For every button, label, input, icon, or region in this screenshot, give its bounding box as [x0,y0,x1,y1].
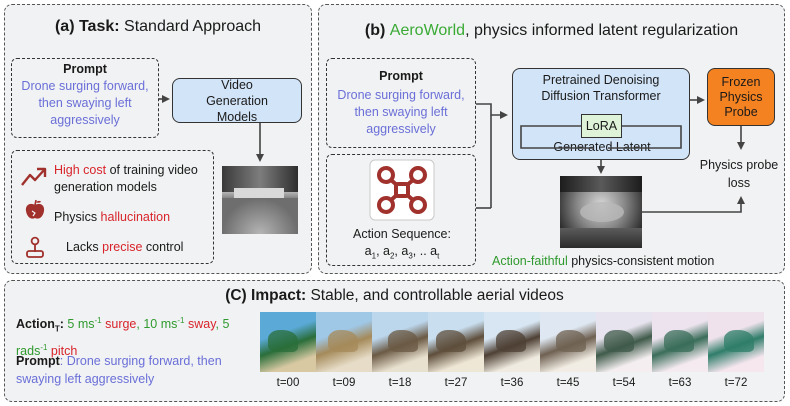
panel-c-prompt: Prompt: Drone surging forward, then sway… [16,354,222,386]
video-frame [540,312,596,372]
physics-probe-loss-label: Physics probe loss [699,158,779,190]
video-frame [428,312,484,372]
issue-high-cost: High cost of training video generation m… [54,163,198,194]
trend-up-icon [21,167,47,186]
frame-time-label: t=00 [276,377,300,389]
panel-a-title: (a) Task: Standard Approach [54,18,262,35]
panel-b-title: (b) AeroWorld, physics informed latent r… [364,22,739,39]
action-sequence-label: Action Sequence: [353,227,451,241]
action-part: surge [101,317,137,332]
action-part: -1 [40,342,48,352]
video-frame [708,312,764,372]
action-sequence-values: a1, a2, a3, .. at [364,244,440,261]
action-part: , 5 rads [16,317,230,358]
panel-a-prompt-box: Prompt Drone surging forward, then swayi… [11,58,159,138]
panel-b-caption: Action-faithful physics-consistent motio… [492,254,715,268]
action-part: pitch [47,343,78,358]
frame-time-label: t=54 [612,377,636,389]
frame-time-label: t=63 [668,377,692,389]
drone-icon [369,159,435,221]
action-part: 5 ms [67,317,95,332]
rotten-apple-icon [25,199,45,219]
frame-time-label: t=45 [556,377,580,389]
lora-label: LoRA [585,119,618,133]
video-frame [652,312,708,372]
video-frame [372,312,428,372]
video-generation-models-box: Video Generation Models [172,77,302,124]
video-frame [260,312,316,372]
prompt-heading: Prompt [63,62,107,76]
prompt-heading: Prompt [379,69,423,83]
video-frame [316,312,372,372]
lora-box: LoRA [581,114,622,138]
frozen-physics-probe-box: Frozen Physics Probe [707,68,775,126]
panel-b-generated-frame [560,176,642,248]
prompt-text: Drone surging forward, then swaying left… [21,79,149,127]
panel-c-title: (C) Impact: Stable, and controllable aer… [225,287,564,304]
frame-time-label: t=27 [444,377,468,389]
panel-b-action-box: Action Sequence: a1, a2, a3, .. at [326,154,476,266]
issue-physics-hallucination: Physics hallucination [54,210,171,224]
frame-time-label: t=18 [388,377,412,389]
video-frame [596,312,652,372]
action-part: sway [184,317,216,332]
action-part: , 10 ms [136,317,178,332]
prompt-text: Drone surging forward, then swaying left… [337,88,465,136]
frame-time-label: t=72 [724,377,748,389]
video-generation-models-label: Video Generation Models [206,77,268,124]
panel-c-action: ActionT: 5 ms-1 surge, 10 ms-1 sway, 5 r… [16,316,230,358]
frame-time-label: t=09 [332,377,356,389]
action-part: -1 [177,316,185,325]
action-part: -1 [94,316,102,325]
joystick-icon [26,236,44,258]
frozen-physics-probe-label: Frozen Physics Probe [719,74,763,119]
generated-latent-label: Generated Latent [553,140,651,154]
video-frame [484,312,540,372]
panel-b-prompt-box: Prompt Drone surging forward, then swayi… [326,58,476,148]
issue-lacks-control: Lacks precise control [66,240,184,254]
diffusion-transformer-label: Pretrained Denoising Diffusion Transform… [541,73,661,103]
frame-time-label: t=36 [500,377,524,389]
panel-a-generated-frame [222,166,298,234]
